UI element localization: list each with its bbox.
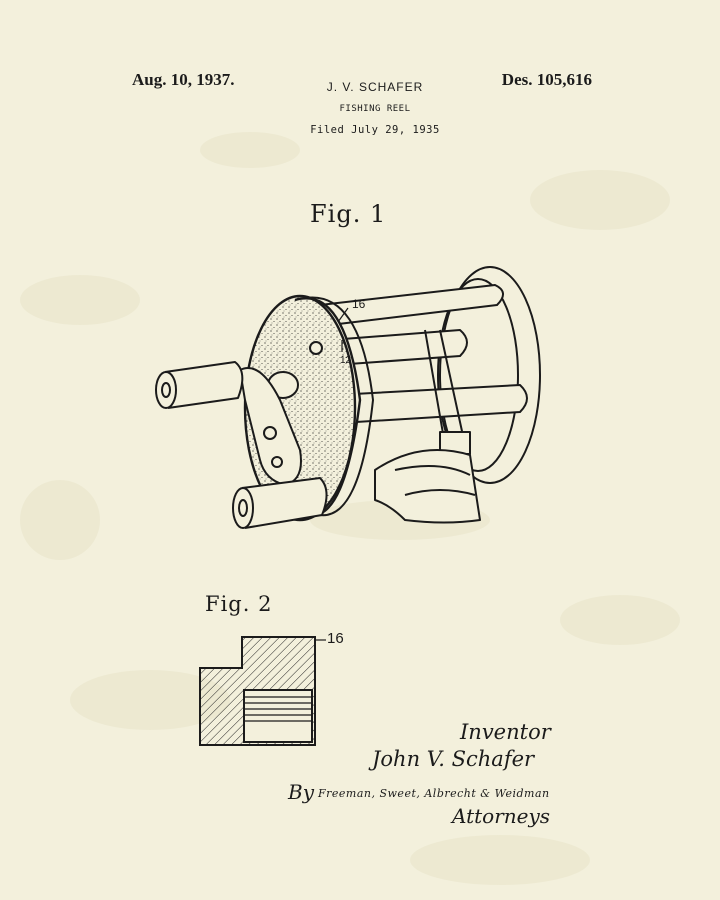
reference-numeral-12: 12 bbox=[340, 355, 352, 366]
patent-number: Des. 105,616 bbox=[501, 70, 592, 89]
patent-date: Aug. 10, 1937. bbox=[132, 70, 235, 89]
filed-date: Filed July 29, 1935 bbox=[310, 124, 440, 136]
attorney-names-signature: Freeman, Sweet, Albrecht & Weidman bbox=[318, 787, 550, 800]
inventor-name-header: J. V. SCHAFER bbox=[326, 80, 424, 94]
inventor-signature: John V. Schafer bbox=[372, 747, 535, 771]
reference-numeral-16: 16 bbox=[352, 297, 366, 311]
by-label: By bbox=[288, 780, 314, 804]
fig1-label: Fig. 1 bbox=[310, 200, 387, 228]
patent-title: FISHING REEL bbox=[339, 104, 411, 114]
reference-numeral-16-fig2: 16 bbox=[327, 630, 344, 647]
fig2-label: Fig. 2 bbox=[205, 592, 273, 616]
attorneys-label: Attorneys bbox=[452, 804, 551, 828]
inventor-heading: Inventor bbox=[460, 720, 551, 744]
